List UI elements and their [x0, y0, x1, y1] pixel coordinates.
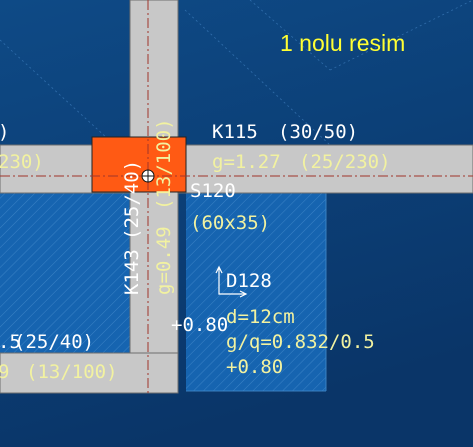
construction-lines	[0, 0, 473, 151]
column-size: (60x35)	[190, 212, 270, 234]
beam-bottom-load-fragment: 9	[0, 361, 9, 383]
level-left: +0.80	[171, 314, 228, 336]
beam-left-size-fragment: )	[0, 121, 9, 143]
beam-bottom-load-size: (13/100)	[26, 361, 118, 383]
beam-k143[interactable]	[129, 0, 179, 394]
beam-k143-size: (25/40)	[121, 160, 143, 240]
beam-k115-load-size: (25/230)	[299, 151, 391, 173]
slab-load: g/q=0.832/0.5	[226, 331, 375, 353]
beam-bottom-size: (25/40)	[14, 331, 94, 353]
beam-bottom-size-fragment: .5	[0, 331, 21, 353]
column-name: S120	[190, 180, 236, 202]
axis-lines	[0, 0, 473, 393]
slab-direction-icon	[215, 265, 248, 298]
beam-k143-load-size: (13/100)	[153, 118, 175, 210]
beam-k115[interactable]	[0, 144, 473, 194]
beam-k115-size: (30/50)	[278, 121, 358, 143]
slab-thickness: d=12cm	[226, 306, 295, 328]
slab-level: +0.80	[226, 356, 283, 378]
beam-k115-name: K115	[212, 121, 258, 143]
slab-name: D128	[226, 270, 272, 292]
beam-k143-name: K143	[121, 249, 143, 295]
beam-k143-load: g=0.49	[153, 226, 175, 295]
column-s120[interactable]	[91, 136, 187, 193]
beam-left-load-fragment: 230)	[0, 151, 44, 173]
caption: 1 nolu resim	[280, 30, 405, 56]
node-marker[interactable]	[141, 169, 155, 183]
beam-k115-load: g=1.27	[212, 151, 281, 173]
